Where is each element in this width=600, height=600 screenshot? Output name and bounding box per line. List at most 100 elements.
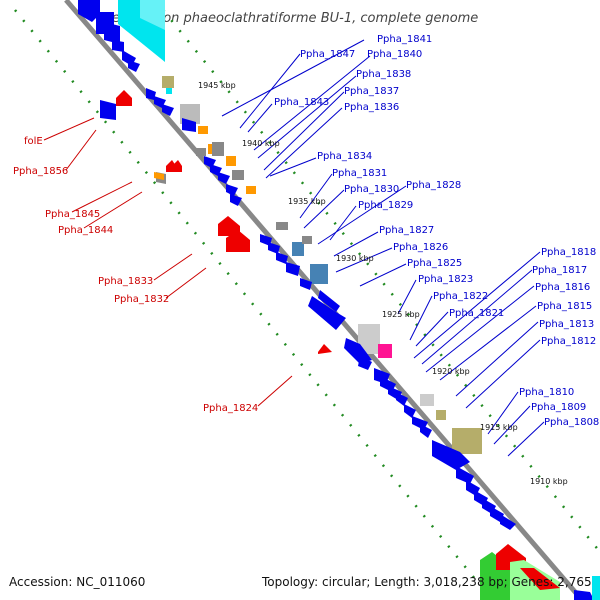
gene-feature [358, 356, 372, 370]
gene-label: Ppha_1812 [541, 336, 596, 347]
gene-feature [396, 392, 408, 406]
gene-label: Ppha_1816 [535, 282, 590, 293]
gene-feature [420, 424, 432, 438]
gene-label: Ppha_1840 [367, 49, 422, 60]
gene-feature [246, 186, 256, 194]
tick-label: 1935 kbp [288, 197, 326, 206]
gene-feature [318, 290, 340, 312]
gene-label: folE [24, 136, 43, 147]
inner-scale-track [14, 9, 493, 600]
tick-label: 1910 kbp [530, 477, 568, 486]
gene-label: Ppha_1838 [356, 69, 411, 80]
gene-feature [162, 76, 174, 88]
gene-label: Ppha_1847 [300, 49, 355, 60]
gene-feature [218, 172, 230, 184]
gene-feature [378, 344, 392, 358]
gene-feature [162, 104, 174, 116]
tick-label: 1925 kbp [382, 310, 420, 319]
gene-feature [100, 100, 116, 120]
gene-feature [166, 88, 172, 94]
gene-label: Ppha_1822 [433, 291, 488, 302]
gene-feature [78, 0, 100, 22]
gene-feature [308, 296, 346, 330]
gene-feature [436, 410, 446, 420]
gene-label: Ppha_1837 [344, 86, 399, 97]
scale-ticks: 1945 kbp 1940 kbp 1935 kbp 1930 kbp 1925… [198, 81, 568, 486]
gene-label: Ppha_1825 [407, 258, 462, 269]
gene-label: Ppha_1813 [539, 319, 594, 330]
gene-label: Ppha_1817 [532, 265, 587, 276]
gene-feature [302, 236, 312, 244]
gene-feature [452, 428, 482, 454]
gene-label: Ppha_1836 [344, 102, 399, 113]
tick-label: 1915 kbp [480, 423, 518, 432]
gene-feature [456, 466, 474, 484]
gene-feature [286, 262, 300, 276]
gene-feature [574, 590, 594, 600]
gene-feature [196, 148, 206, 156]
gene-feature [226, 230, 250, 252]
gene-feature [218, 216, 240, 236]
gene-feature [226, 156, 236, 166]
gene-feature [198, 126, 208, 134]
gene-feature [226, 184, 238, 196]
tick-label: 1920 kbp [432, 367, 470, 376]
label-leader-lines [43, 39, 545, 457]
gene-label: Ppha_1824 [203, 403, 258, 414]
gene-feature [520, 568, 560, 590]
gene-feature [404, 404, 416, 418]
gene-label: Ppha_1815 [537, 301, 592, 312]
map-title: Pelodictyon phaeoclathratiforme BU-1, co… [104, 11, 478, 26]
reverse-gene-labels: folE Ppha_1856 Ppha_1845 Ppha_1844 Ppha_… [13, 136, 258, 414]
gene-feature [230, 194, 242, 206]
gene-label: Ppha_1810 [519, 387, 574, 398]
gene-label: Ppha_1826 [393, 242, 448, 253]
topology-text: Topology: circular; Length: 3,018,238 bp… [261, 575, 592, 589]
gene-label: Ppha_1841 [377, 34, 432, 45]
gene-label: Ppha_1845 [45, 209, 100, 220]
gene-label: Ppha_1834 [317, 151, 372, 162]
gene-feature [232, 170, 244, 180]
gene-label: Ppha_1827 [379, 225, 434, 236]
forward-gene-labels: Ppha_1841 Ppha_1847 Ppha_1840 Ppha_1838 … [274, 34, 599, 428]
tick-label: 1945 kbp [198, 81, 236, 90]
gene-label: Ppha_1856 [13, 166, 68, 177]
tick-label: 1940 kbp [242, 139, 280, 148]
gene-label: Ppha_1830 [344, 184, 399, 195]
gene-feature [172, 160, 182, 172]
gene-feature [182, 118, 196, 132]
gene-feature [592, 576, 600, 600]
gene-feature [318, 344, 332, 354]
gene-feature [116, 90, 132, 106]
gene-label: Ppha_1828 [406, 180, 461, 191]
tick-label: 1930 kbp [336, 254, 374, 263]
gene-feature [420, 394, 434, 406]
gene-label: Ppha_1831 [332, 168, 387, 179]
gene-features [78, 0, 600, 600]
gene-label: Ppha_1821 [449, 308, 504, 319]
gene-label: Ppha_1809 [531, 402, 586, 413]
gene-label: Ppha_1823 [418, 274, 473, 285]
gene-feature [432, 440, 470, 470]
gene-feature [112, 40, 124, 52]
gene-label: Ppha_1808 [544, 417, 599, 428]
gene-feature [276, 252, 288, 264]
gene-feature [146, 88, 156, 100]
gene-feature [128, 60, 140, 72]
gene-feature [140, 0, 165, 30]
gene-feature [310, 264, 328, 284]
gene-label: Ppha_1843 [274, 97, 329, 108]
gene-feature [300, 278, 312, 290]
gene-label: Ppha_1818 [541, 247, 596, 258]
gene-feature [268, 242, 280, 254]
gene-feature [154, 172, 164, 180]
accession-text: Accession: NC_011060 [9, 575, 145, 589]
outer-scale-track [154, 0, 600, 553]
gene-feature [358, 324, 380, 354]
gene-feature [212, 142, 224, 156]
gene-feature [276, 222, 288, 230]
gene-feature [104, 22, 120, 44]
gene-feature [500, 514, 516, 530]
gene-label: Ppha_1829 [358, 200, 413, 211]
